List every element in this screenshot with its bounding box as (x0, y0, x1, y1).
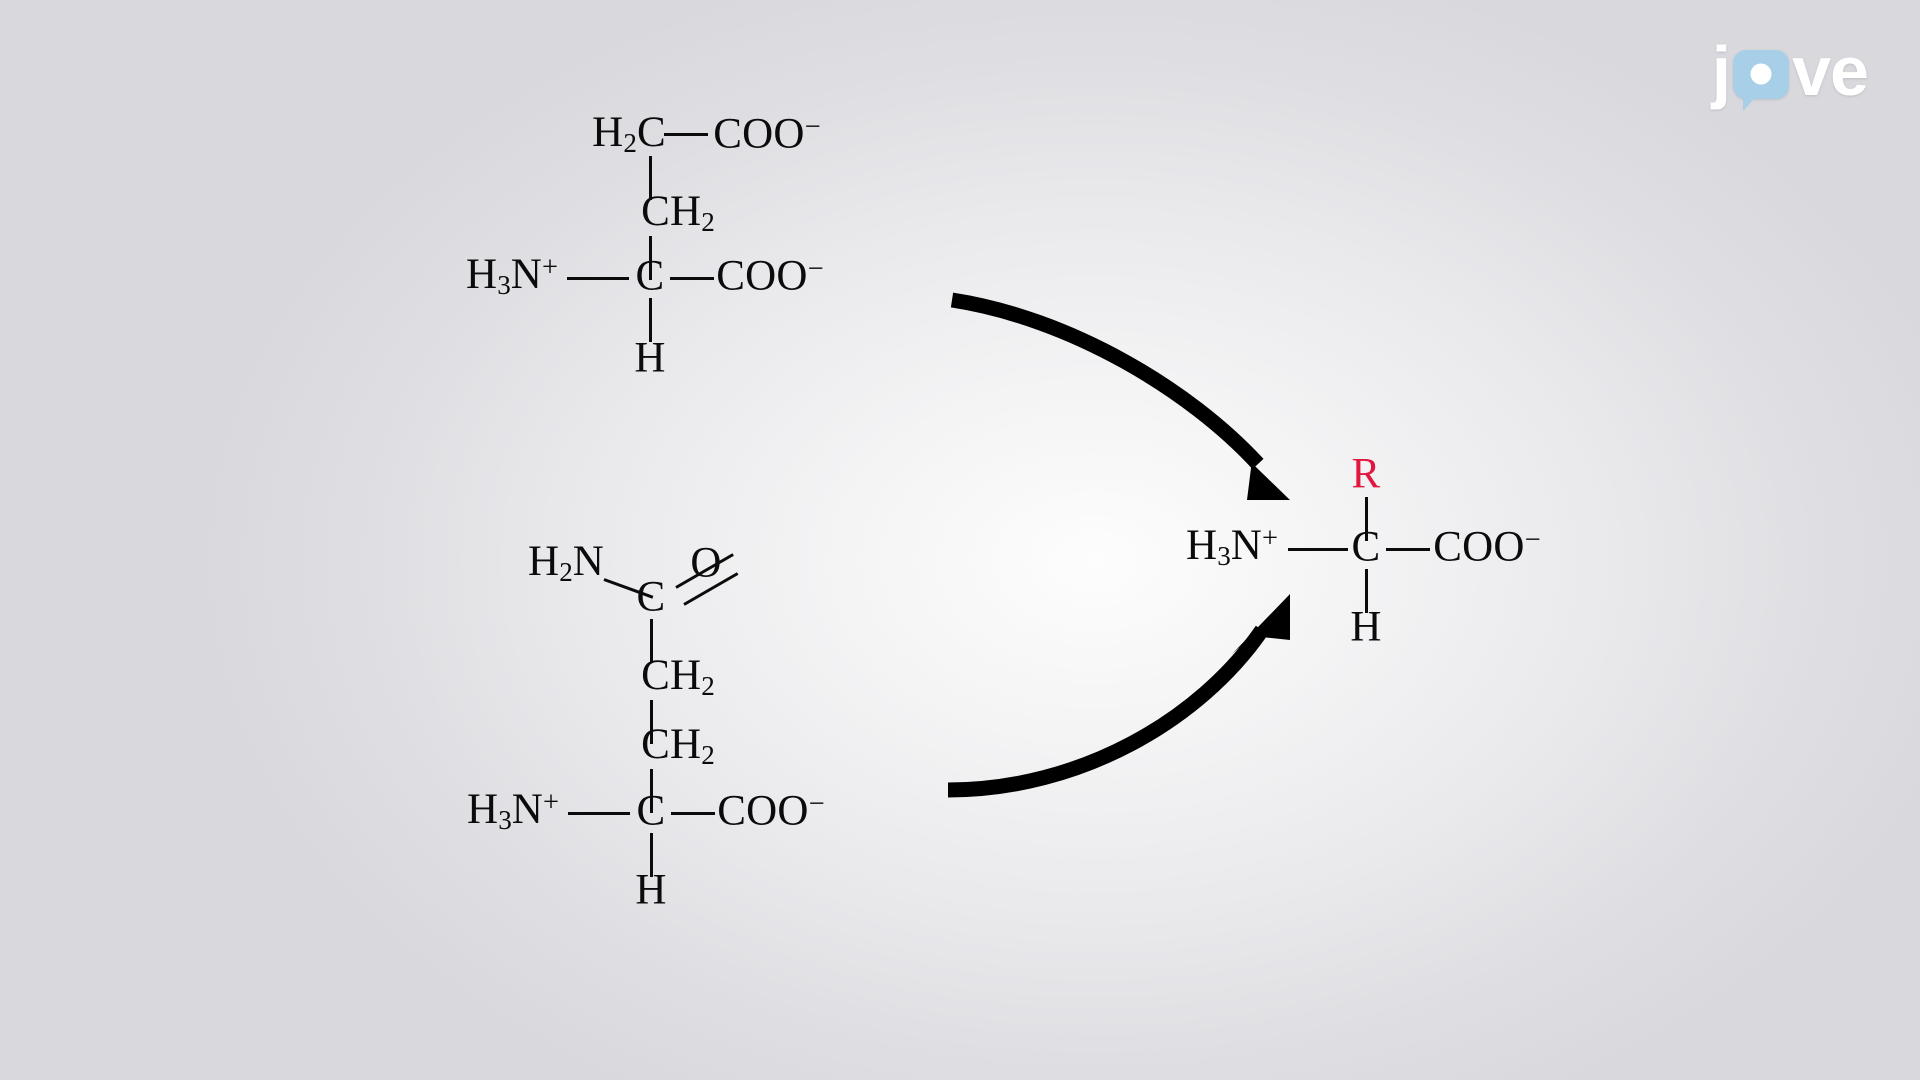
bond-calpha-h (1365, 569, 1368, 613)
atom-label-h2c: H2C (592, 108, 666, 158)
atom-label-coo-alpha: COO− (716, 252, 824, 300)
atom-label-h3n: H3N+ (1185, 521, 1279, 571)
atom-label-h: H (635, 866, 667, 914)
bond-ch2a-ch2b (650, 700, 653, 744)
atom-label-amide-c: C (636, 573, 666, 621)
atom-label-coo-side: COO− (713, 110, 821, 158)
arrow-top (950, 292, 1290, 500)
atom-label-h3n: H3N+ (465, 250, 559, 300)
atom-label-ch2-upper: CH2 (641, 651, 715, 701)
atom-label-r-group: R (1351, 450, 1381, 498)
bond-amidec-ch2a (650, 619, 653, 663)
bond-h2c-coo (664, 133, 708, 136)
bond-ch2b-calpha (650, 769, 653, 813)
bond-n-calpha (568, 812, 630, 815)
atom-label-h: H (634, 334, 666, 382)
atom-label-coo-alpha: COO− (1433, 523, 1541, 571)
bond-h2c-ch2 (649, 156, 652, 200)
logo-letters-ve: ve (1792, 32, 1869, 110)
atom-label-h: H (1350, 603, 1382, 651)
bond-calpha-coo (1386, 548, 1430, 551)
atom-label-amide-o: O (690, 539, 722, 587)
atom-label-h3n: H3N+ (466, 785, 560, 835)
bond-ch2-calpha (649, 236, 652, 280)
atom-label-calpha: C (636, 787, 666, 835)
atom-label-calpha: C (1351, 523, 1381, 571)
bond-calpha-h (650, 833, 653, 877)
bond-calpha-coo (671, 812, 715, 815)
atom-label-calpha: C (635, 252, 665, 300)
atom-label-ch2: CH2 (641, 187, 715, 237)
atom-label-coo-alpha: COO− (717, 787, 825, 835)
atom-label-ch2-lower: CH2 (641, 720, 715, 770)
bond-n-calpha (567, 277, 629, 280)
bond-n-calpha (1288, 548, 1348, 551)
logo-letter-j: j (1711, 32, 1731, 110)
bond-r-calpha (1365, 497, 1368, 541)
logo-speech-bubble-icon (1733, 49, 1790, 111)
jove-logo: j ve (1711, 32, 1869, 111)
bond-calpha-h (649, 298, 652, 342)
atom-label-amide-n: H2N (527, 537, 605, 587)
bond-calpha-coo (670, 277, 714, 280)
arrow-bottom (947, 594, 1290, 798)
